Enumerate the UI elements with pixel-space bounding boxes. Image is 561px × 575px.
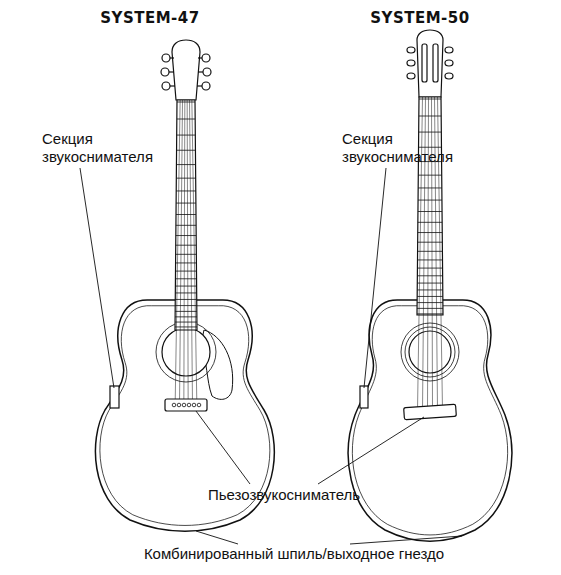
guitar-stroke <box>190 100 193 404</box>
guitar-stroke <box>192 100 197 404</box>
guitar-stroke <box>176 271 197 272</box>
guitar-stroke <box>175 316 197 317</box>
guitar-stroke <box>417 308 443 309</box>
guitar-stroke <box>428 97 429 410</box>
guitar-stroke <box>423 97 426 410</box>
bridge-pin <box>192 403 196 407</box>
guitar-stroke <box>175 299 196 300</box>
guitar-stroke <box>175 322 197 323</box>
guitar-stroke <box>417 296 443 297</box>
bridge-pin <box>172 403 176 407</box>
guitar-stroke <box>176 262 197 263</box>
classical-guitar <box>348 30 512 541</box>
guitar-stroke <box>175 286 196 287</box>
guitar-stroke <box>184 100 185 404</box>
guitar-stroke <box>176 254 197 255</box>
bridge-pin <box>182 403 186 407</box>
steel-string-guitar <box>95 40 274 531</box>
guitar-stroke <box>175 278 196 279</box>
bridge-pin <box>187 403 191 407</box>
guitar-stroke <box>418 251 443 252</box>
model-heading: SYSTEM-47 <box>100 9 199 27</box>
bridge-pin <box>197 403 201 407</box>
guitar-stroke <box>418 242 443 243</box>
part-label: Секция звукоснимателя <box>42 130 147 166</box>
guitar-stroke <box>176 245 197 246</box>
guitar-stroke <box>432 97 433 410</box>
guitar-stroke <box>177 102 195 103</box>
bridge-pin <box>177 403 181 407</box>
guitar-stroke <box>175 311 197 312</box>
guitar-stroke <box>418 222 442 223</box>
guitar-stroke <box>418 232 442 233</box>
guitar-stroke <box>175 292 196 293</box>
guitar-stroke <box>175 100 180 404</box>
guitar-stroke <box>418 211 442 212</box>
guitar-stroke <box>418 259 443 260</box>
guitar-stroke <box>417 275 442 276</box>
guitar-stroke <box>435 97 438 410</box>
guitar-stroke <box>180 100 183 404</box>
part-label: Пьезозвукосниматель <box>208 486 360 504</box>
guitar-stroke <box>175 326 197 327</box>
guitar-stroke <box>418 200 442 201</box>
guitar-stroke <box>177 119 195 120</box>
guitar-stroke <box>418 97 423 410</box>
guitar-stroke <box>417 302 443 303</box>
guitar-stroke <box>417 313 443 314</box>
guitar-stroke <box>417 283 442 284</box>
part-label: Комбинированный шпиль/выходное гнездо <box>144 545 444 563</box>
guitar-stroke <box>176 235 196 236</box>
guitar-stroke <box>176 225 196 226</box>
leader-lines <box>80 168 462 544</box>
guitar-stroke <box>417 268 442 269</box>
guitar-stroke <box>418 187 442 188</box>
guitar-stroke <box>418 175 441 176</box>
guitar-stroke <box>175 305 197 306</box>
guitar-stroke <box>176 214 196 215</box>
guitar-stroke <box>176 203 196 204</box>
part-label: Секция звукоснимателя <box>342 130 447 166</box>
guitar-stroke <box>176 178 195 179</box>
guitar-stroke <box>176 190 196 191</box>
guitar-stroke <box>417 289 443 290</box>
model-heading: SYSTEM-50 <box>370 9 469 27</box>
guitar-stroke <box>187 100 188 404</box>
guitar-stroke <box>438 97 443 410</box>
guitar-stroke <box>419 147 442 148</box>
